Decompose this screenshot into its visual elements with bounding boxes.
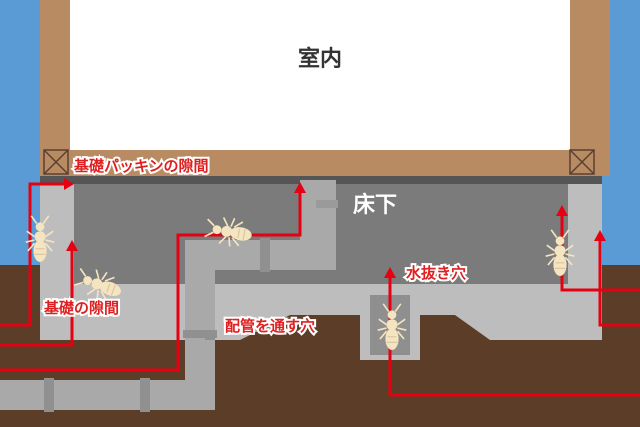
foundation-packing-left (43, 149, 69, 175)
arrow-heads (64, 178, 606, 278)
termite-paths (0, 182, 640, 397)
foundation-packing-gap-label: 基礎パッキンの隙間 (73, 157, 209, 175)
arrow-path-packing-left (0, 182, 66, 327)
drain-hole-label: 水抜き穴 (406, 264, 466, 282)
indoor-label: 室内 (298, 46, 342, 72)
foundation-gap-label: 基礎の隙間 (43, 299, 119, 317)
pipe-hole-label: 配管を通す穴 (225, 317, 315, 335)
arrow-path-right-wall (598, 238, 640, 327)
arrow-path-foundation-gap (0, 248, 74, 347)
underfloor-label: 床下 (353, 192, 397, 218)
foundation-slab (40, 284, 602, 360)
indoor-room (70, 0, 570, 150)
foundation-packing-right (569, 149, 595, 175)
arrow-path-pipe-hole (0, 190, 302, 372)
pipe-system (0, 180, 338, 412)
